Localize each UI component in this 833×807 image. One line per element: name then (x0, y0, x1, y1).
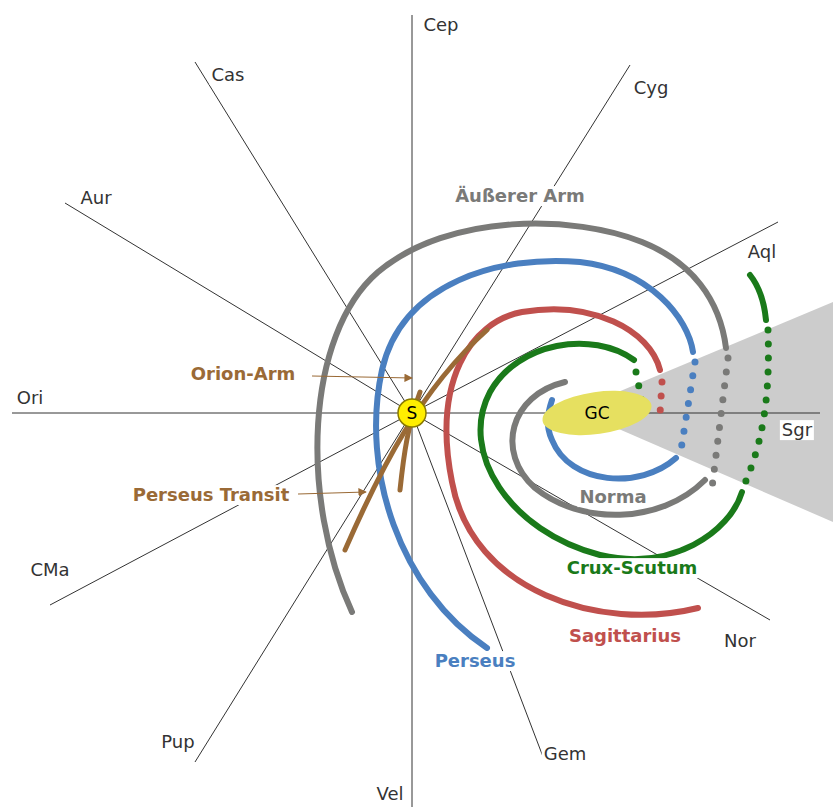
constellation-label: Nor (722, 631, 758, 651)
constellation-label: Cyg (632, 78, 671, 98)
constellation-label: Gem (542, 744, 589, 764)
constellation-label: Cep (421, 15, 460, 35)
leader-line (312, 376, 412, 378)
spiral-arms (317, 224, 768, 648)
arm-label: Norma (577, 487, 648, 507)
constellation-label: Pup (159, 732, 196, 752)
arm-label: Orion-Arm (189, 364, 298, 384)
leader-line (298, 492, 366, 494)
constellation-label: Ori (15, 388, 46, 408)
arm-label: Perseus (433, 651, 518, 671)
node-text: GC (584, 403, 609, 423)
node-text: S (407, 403, 418, 423)
constellation-label: Aur (78, 188, 113, 208)
sun-marker: S (397, 398, 427, 428)
constellation-label: Aql (746, 242, 778, 262)
constellation-label: Vel (375, 784, 406, 804)
sight-lines (12, 15, 820, 807)
arm-label: Crux-Scutum (565, 558, 700, 578)
galactic-center: GC (541, 391, 653, 435)
constellation-label: Sgr (780, 420, 814, 440)
constellation-label: CMa (28, 560, 71, 580)
arm-label: Äußerer Arm (453, 186, 587, 206)
arm-label: Sagittarius (567, 626, 683, 646)
arm-label: Perseus Transit (131, 485, 292, 505)
constellation-label: Cas (210, 65, 247, 85)
